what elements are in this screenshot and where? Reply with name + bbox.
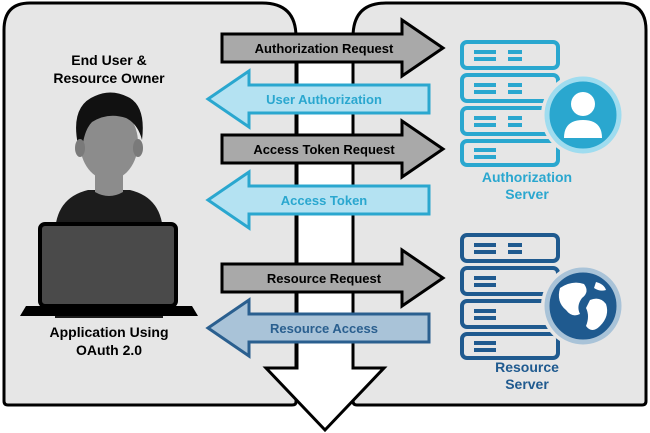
flow-arrow-access-token: Access Token [205, 169, 431, 231]
globe-icon [541, 264, 625, 348]
flow-label: Authorization Request [255, 41, 394, 56]
flow-arrow-authorization-request: Authorization Request [220, 17, 446, 79]
flow-label: Access Token [281, 193, 368, 208]
flow-label: Resource Request [267, 271, 382, 286]
authorization-server-label-line1: Authorization [482, 169, 572, 185]
flow-label: Resource Access [270, 321, 378, 336]
user-badge-icon [541, 73, 625, 157]
client-top-label-line1: End User & [71, 52, 146, 68]
resource-server-label-line2: Server [505, 376, 549, 392]
client-top-label-line2: Resource Owner [53, 70, 165, 86]
resource-server-label-line1: Resource [495, 359, 559, 375]
client-bottom-label-line1: Application Using [50, 324, 169, 340]
flow-arrow-user-authorization: User Authorization [205, 68, 431, 130]
flow-label: User Authorization [266, 92, 382, 107]
flow-label: Access Token Request [253, 142, 395, 157]
flow-arrow-resource-request: Resource Request [220, 247, 446, 309]
flow-arrow-resource-access: Resource Access [205, 297, 431, 359]
flow-arrow-access-token-request: Access Token Request [220, 118, 446, 180]
client-bottom-label-line2: OAuth 2.0 [76, 342, 142, 358]
authorization-server-label-line2: Server [505, 186, 549, 202]
laptop-icon [20, 222, 198, 316]
